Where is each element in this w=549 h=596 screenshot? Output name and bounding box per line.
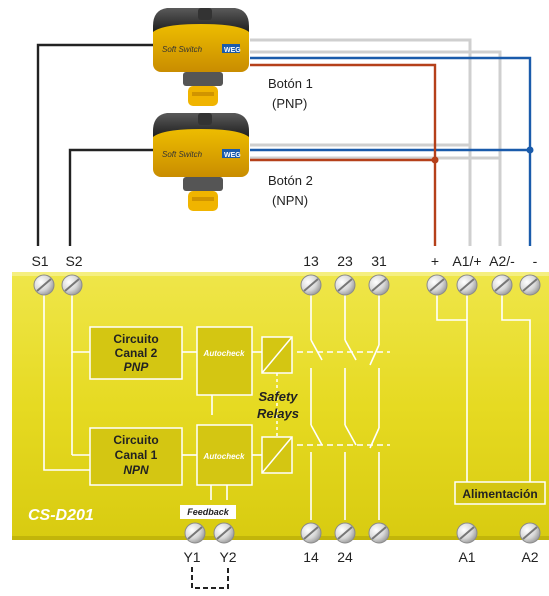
bottom-terminal-labels: Y1 Y2 14 24 A1 A2: [183, 549, 538, 565]
terminal-label-24: 24: [337, 549, 353, 565]
terminal-label-y2: Y2: [219, 549, 236, 565]
button-2: Soft Switch WEG: [153, 113, 249, 211]
button-2-type: (NPN): [272, 193, 308, 208]
power-label: Alimentación: [462, 487, 537, 501]
terminal-label-31: 31: [371, 253, 387, 269]
button-2-plug: [183, 177, 223, 191]
button-1-brand: Soft Switch: [162, 45, 203, 54]
internal-lines: [43, 290, 531, 520]
terminal-label-minus: -: [533, 253, 538, 269]
button-2-logo: WEG: [224, 152, 241, 159]
terminal-label-plus: +: [431, 253, 439, 269]
module-model: CS-D201: [28, 507, 94, 524]
circuit-canal-1-line2: Canal 1: [115, 448, 158, 462]
button-2-base: [153, 125, 249, 177]
circuit-canal-2-line3: PNP: [124, 360, 150, 374]
autocheck-bottom-label: Autocheck: [203, 452, 245, 461]
button-1-base: [153, 20, 249, 72]
terminal-label-23: 23: [337, 253, 353, 269]
top-terminals: [33, 274, 541, 296]
bottom-terminals: [184, 522, 541, 544]
safety-relays-line1: Safety: [258, 389, 298, 404]
terminal-label-a1: A1/+: [452, 253, 481, 269]
terminal-label-a2: A2/-: [489, 253, 515, 269]
autocheck-bottom-box: [196, 424, 253, 486]
circuit-canal-1-line1: Circuito: [113, 433, 158, 447]
power-box: [454, 481, 546, 505]
circuit-canal-2-line1: Circuito: [113, 332, 158, 346]
wire-pos-btn1: [250, 63, 437, 246]
circuit-canal-2-box: [89, 326, 183, 380]
button-1: Soft Switch WEG: [153, 8, 249, 106]
circuit-canal-1-line3: NPN: [123, 463, 149, 477]
feedback-tag: [180, 505, 236, 519]
terminal-label-13: 13: [303, 253, 319, 269]
terminal-label-y1: Y1: [183, 549, 200, 565]
autocheck-top-label: Autocheck: [203, 349, 245, 358]
junction-blue: [526, 146, 534, 154]
terminal-label-a2-bottom: A2: [521, 549, 538, 565]
feedback-jumper: [191, 567, 229, 589]
button-2-label: Botón 2: [268, 173, 313, 188]
autocheck-top-box: [196, 326, 253, 396]
top-terminal-labels: S1 S2 13 23 31 + A1/+ A2/- -: [31, 253, 537, 269]
wire-a1-btn1: [250, 38, 472, 246]
terminal-label-s2: S2: [65, 253, 82, 269]
wire-neg-btn1: [250, 56, 532, 246]
safety-relays-line2: Relays: [257, 406, 299, 421]
wire-s2: [68, 148, 157, 246]
button-1-plug: [183, 72, 223, 86]
circuit-canal-2-line2: Canal 2: [115, 346, 158, 360]
circuit-canal-1-box: [89, 427, 183, 486]
terminal-label-a1-bottom: A1: [458, 549, 475, 565]
button-1-label: Botón 1: [268, 76, 313, 91]
wire-a2-btn1: [250, 50, 502, 246]
button-2-brand: Soft Switch: [162, 150, 203, 159]
button-1-logo: WEG: [224, 47, 241, 54]
wire-s1: [36, 43, 157, 246]
terminal-label-s1: S1: [31, 253, 48, 269]
wires: [36, 38, 534, 589]
junction-brown: [431, 156, 439, 164]
button-1-type: (PNP): [272, 96, 307, 111]
terminal-label-14: 14: [303, 549, 319, 565]
feedback-label: Feedback: [187, 507, 230, 517]
